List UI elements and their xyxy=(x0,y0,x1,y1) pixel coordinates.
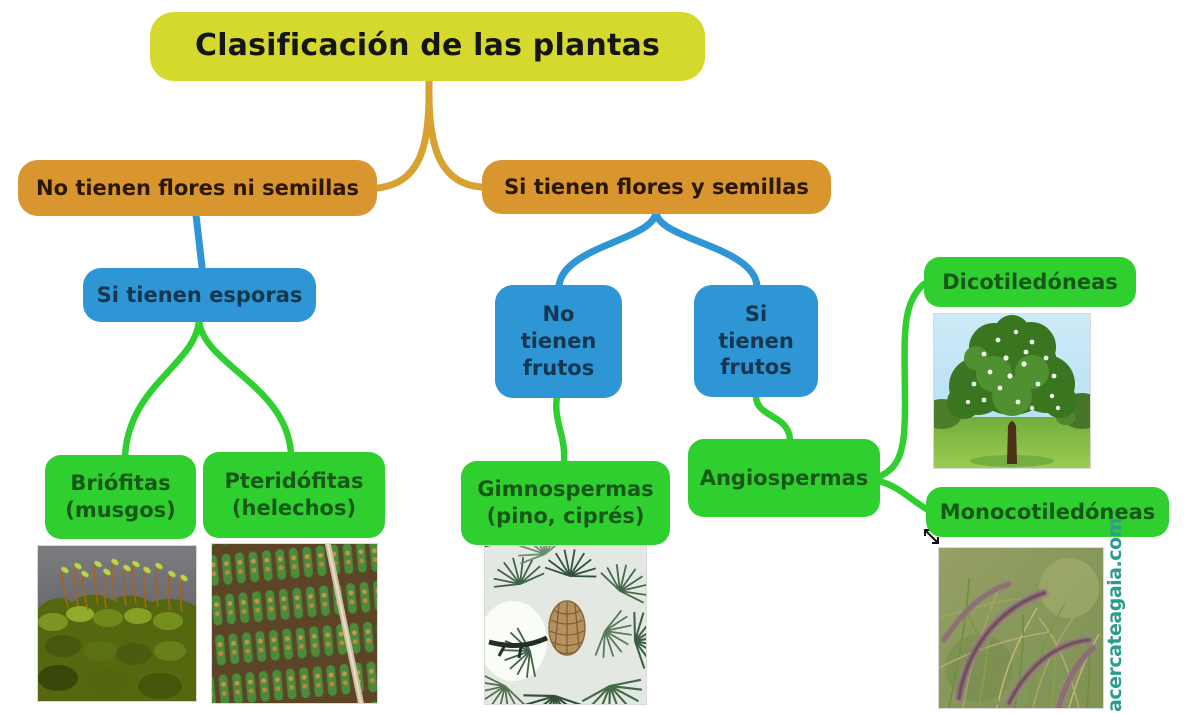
node-yes-flowers: Si tienen flores y semillas xyxy=(482,160,831,214)
moss-sporophytes-photo xyxy=(37,545,197,702)
node-title-label: Clasificación de las plantas xyxy=(194,28,661,64)
node-dicots: Dicotiledóneas xyxy=(924,257,1136,307)
node-bryophytes-label: Briófitas (musgos) xyxy=(65,471,176,522)
node-title: Clasificación de las plantas xyxy=(150,12,705,81)
node-no-fruits-label: No tienen frutos xyxy=(520,302,597,380)
pine-cone-photo xyxy=(484,545,647,705)
node-yes-fruits: Si tienen frutos xyxy=(694,285,818,397)
node-yes-fruits-label: Si tienen frutos xyxy=(718,301,794,380)
node-bryophytes: Briófitas (musgos) xyxy=(45,455,196,539)
node-angiosperms-label: Angiospermas xyxy=(699,465,869,490)
node-angiosperms: Angiospermas xyxy=(688,439,880,517)
connector-no-fruits-to-gymnosperms xyxy=(553,393,568,466)
watermark: acercateagaia.com xyxy=(1104,518,1126,712)
connector-angiosperms-to-dicots xyxy=(874,280,928,481)
node-dicots-label: Dicotiledóneas xyxy=(942,269,1118,294)
connector-title-to-yes-flowers xyxy=(425,90,485,191)
node-monocots-label: Monocotiledóneas xyxy=(939,499,1156,524)
node-no-fruits: No tienen frutos xyxy=(495,285,622,398)
node-pteridophytes: Pteridófitas (helechos) xyxy=(203,452,385,538)
connector-yes-fruits-to-angiosperms xyxy=(752,392,794,444)
node-spores: Si tienen esporas xyxy=(83,268,316,322)
node-no-flowers-label: No tienen flores ni semillas xyxy=(36,175,359,200)
connector-yes-flowers-to-no-fruits xyxy=(555,208,660,290)
connector-no-flowers-to-spores xyxy=(192,211,206,271)
node-gymnosperms: Gimnospermas (pino, ciprés) xyxy=(461,461,670,545)
node-monocots: Monocotiledóneas xyxy=(926,487,1169,537)
connector-angiosperms-to-monocots xyxy=(875,477,932,514)
connector-spores-to-bryophytes xyxy=(121,317,203,460)
fountain-grass-photo xyxy=(938,547,1104,709)
fern-sori-photo xyxy=(211,543,378,704)
flowering-tree-photo xyxy=(933,313,1091,469)
node-spores-label: Si tienen esporas xyxy=(96,282,303,307)
connector-spores-to-pteridophytes xyxy=(195,317,295,457)
connector-title-to-no-flowers xyxy=(374,90,433,192)
connector-yes-flowers-to-yes-fruits xyxy=(652,208,761,290)
node-pteridophytes-label: Pteridófitas (helechos) xyxy=(224,469,364,520)
node-yes-flowers-label: Si tienen flores y semillas xyxy=(504,174,809,199)
node-no-flowers: No tienen flores ni semillas xyxy=(18,160,377,216)
node-gymnosperms-label: Gimnospermas (pino, ciprés) xyxy=(477,477,654,528)
